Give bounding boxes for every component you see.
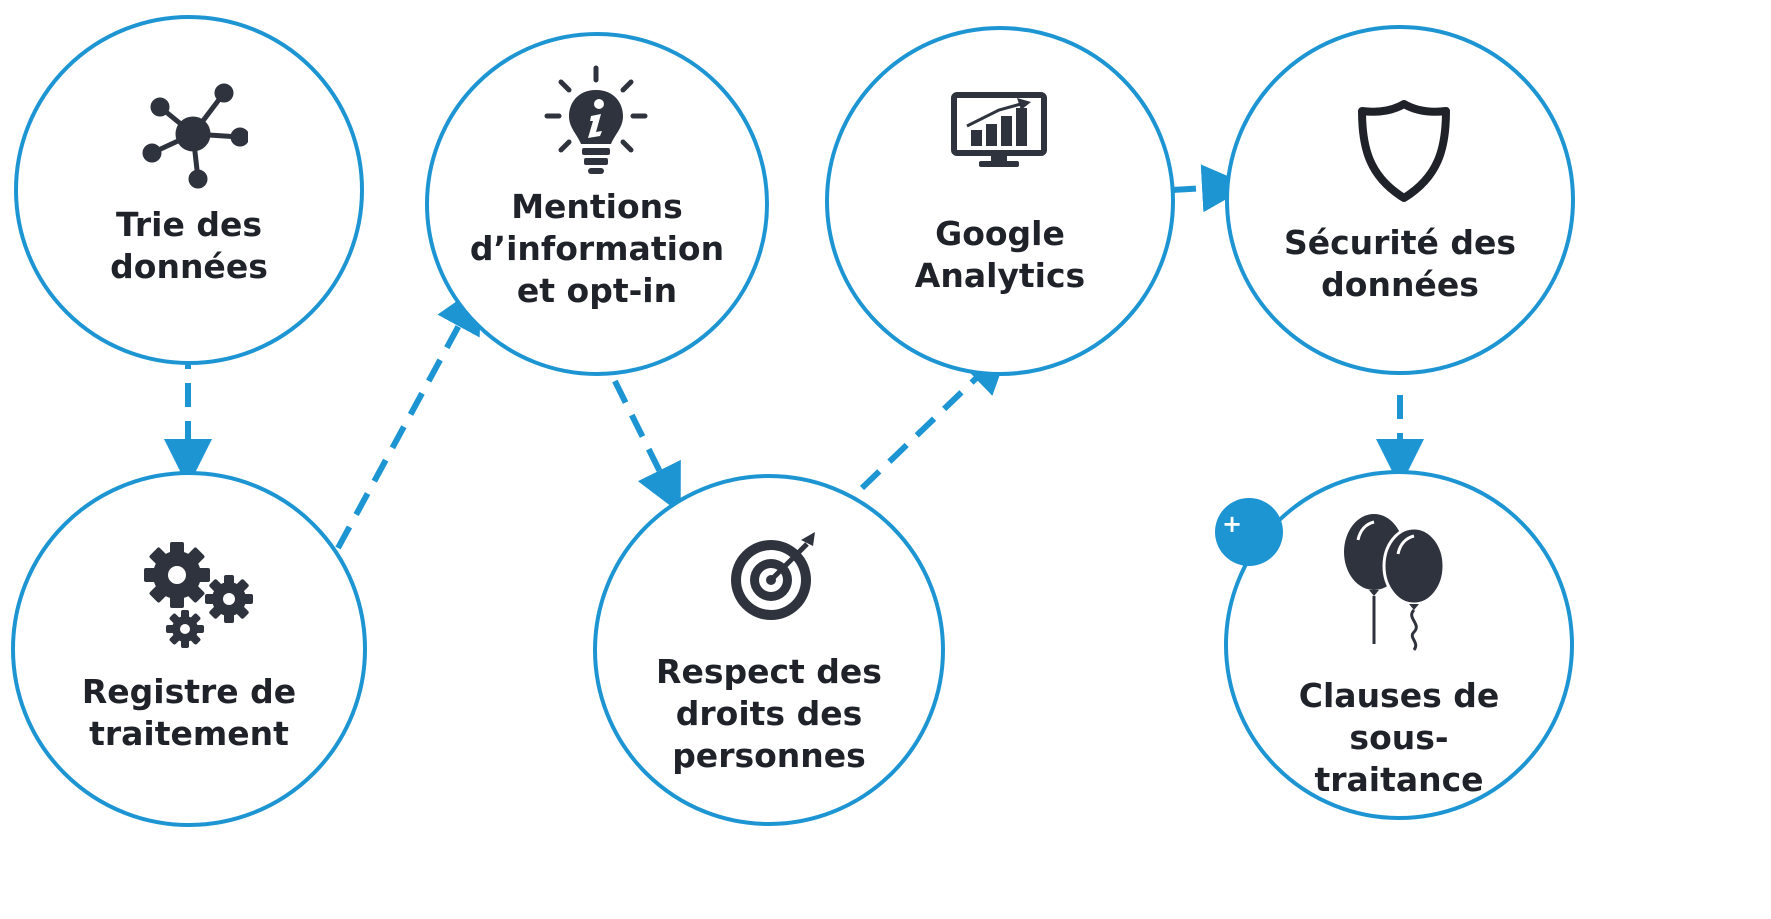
balloons-icon [1344,514,1446,651]
node-label: Google Analytics [914,214,1086,295]
node-clauses-de-sous-traitance: Clauses de sous- traitance [1224,470,1574,820]
node-label: Trie des données [110,205,268,286]
connector-mentions-to-respect [595,345,681,514]
connector-google-to-securite [1171,164,1250,213]
node-securite-des-donnees: Sécurité des données [1225,25,1575,375]
node-label: Mentions d’information et opt-in [469,187,725,310]
lightbulb-info-icon [544,65,648,174]
node-mentions-d-information: Mentions d’information et opt-in [425,32,769,376]
target-icon [731,532,815,620]
shield-icon [1358,100,1450,202]
connector-registre-to-mentions [335,283,482,550]
node-respect-des-droits: Respect des droits des personnes [593,474,945,826]
network-hub-icon [142,83,248,189]
node-google-analytics: Google Analytics [825,26,1175,376]
plus-icon: + [1221,510,1243,538]
node-label: Registre de traitement [81,672,297,753]
gears-icon [144,542,253,648]
node-label: Clauses de sous- traitance [1298,676,1500,799]
node-label: Sécurité des données [1283,223,1517,304]
node-label: Respect des droits des personnes [656,652,882,775]
node-trie-des-donnees: Trie des données [14,15,364,365]
connector-respect-to-google [859,345,1011,491]
analytics-monitor-icon [951,92,1047,167]
plus-badge[interactable]: + [1215,498,1283,566]
node-registre-de-traitement: Registre de traitement [11,471,367,827]
